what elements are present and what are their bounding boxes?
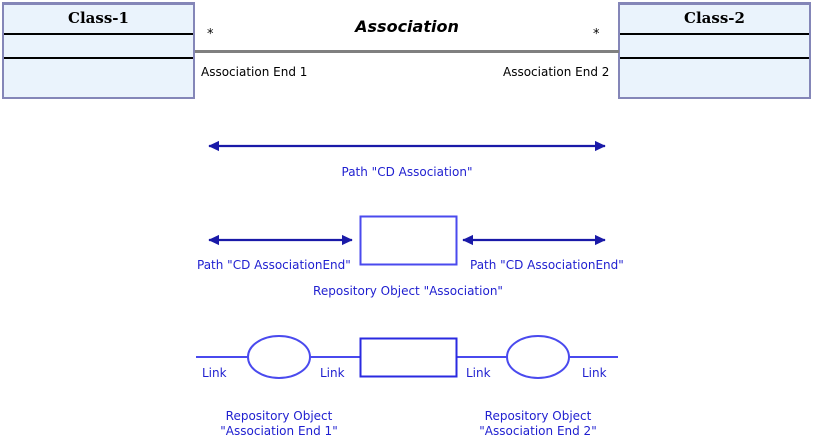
association-end-label-1: Association End 1 xyxy=(201,65,308,79)
association-end-label-2: Association End 2 xyxy=(503,65,610,79)
caption-repository-object-association-end-1: Repository Object "Association End 1" xyxy=(220,409,337,439)
multiplicity-left: * xyxy=(207,27,214,42)
repository-object-association-rect[interactable] xyxy=(359,215,458,266)
class-box-class-1[interactable]: Class-1 xyxy=(2,2,195,99)
caption-end-1-line-2: "Association End 1" xyxy=(220,424,338,438)
class-2-attribute-divider xyxy=(620,33,809,35)
caption-end-1-line-1: Repository Object xyxy=(225,409,333,423)
caption-end-2-line-2: "Association End 2" xyxy=(479,424,597,438)
association-name-label: Association xyxy=(355,17,459,36)
link-label-2: Link xyxy=(320,366,345,380)
caption-repository-object-association-end-2: Repository Object "Association End 2" xyxy=(479,409,596,439)
class-2-title: Class-2 xyxy=(684,9,745,27)
link-label-4: Link xyxy=(582,366,607,380)
association-connector-line xyxy=(195,50,619,53)
multiplicity-right: * xyxy=(593,27,600,42)
caption-repository-object-association: Repository Object "Association" xyxy=(313,284,503,298)
link-label-3: Link xyxy=(466,366,491,380)
caption-path-cd-associationend-left: Path "CD AssociationEnd" xyxy=(197,258,351,272)
class-1-attribute-divider xyxy=(4,33,193,35)
class-1-title: Class-1 xyxy=(68,9,129,27)
link-chain-center-rect[interactable] xyxy=(359,337,458,378)
caption-path-cd-associationend-right: Path "CD AssociationEnd" xyxy=(470,258,624,272)
caption-end-2-line-1: Repository Object xyxy=(484,409,592,423)
link-label-1: Link xyxy=(202,366,227,380)
class-box-class-2[interactable]: Class-2 xyxy=(618,2,811,99)
class-1-operation-divider xyxy=(4,57,193,59)
class-2-operation-divider xyxy=(620,57,809,59)
repository-object-association-end-1-ellipse[interactable] xyxy=(247,335,311,379)
caption-path-cd-association: Path "CD Association" xyxy=(341,165,473,179)
repository-object-association-end-2-ellipse[interactable] xyxy=(506,335,570,379)
